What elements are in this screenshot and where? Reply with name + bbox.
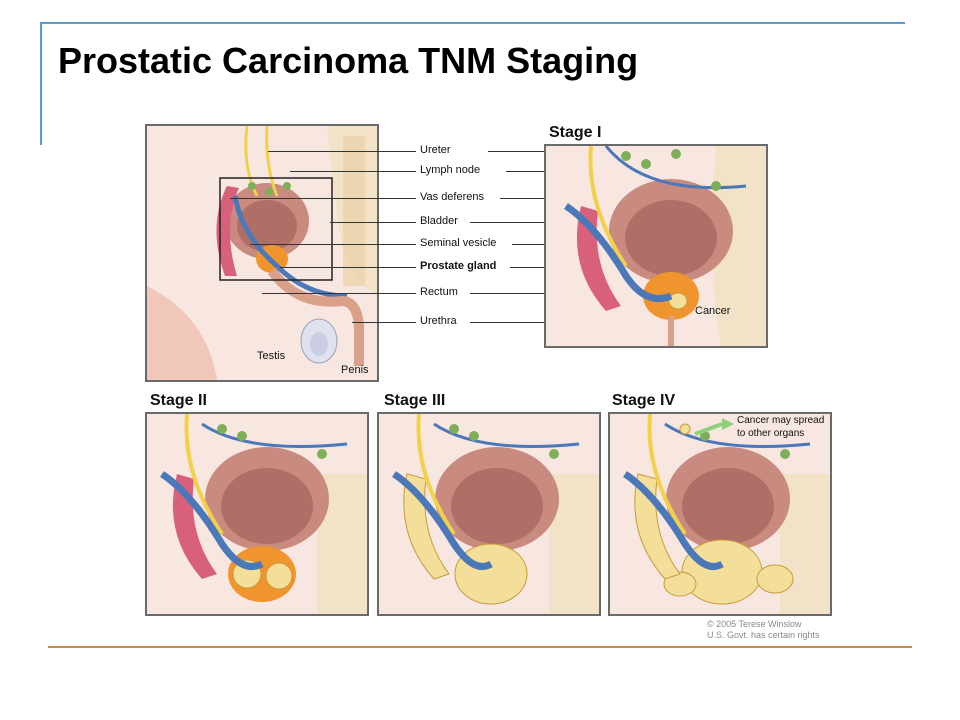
label-testis: Testis bbox=[257, 350, 286, 362]
frame-left-line bbox=[40, 22, 42, 145]
leader-urethra-left bbox=[352, 322, 416, 323]
stage-3-panel bbox=[377, 412, 601, 616]
label-rectum: Rectum bbox=[420, 286, 458, 298]
label-lymph-node: Lymph node bbox=[420, 164, 481, 176]
leader-lymph-left bbox=[290, 171, 416, 172]
leader-ureter-right bbox=[488, 151, 564, 152]
stage-4-spread-label-line-1: Cancer may spread bbox=[737, 415, 825, 426]
label-ureter: Ureter bbox=[420, 144, 451, 156]
leader-vas-left bbox=[230, 198, 416, 199]
bottom-rule bbox=[48, 646, 912, 648]
stage-4-illustration bbox=[610, 414, 830, 614]
label-penis: Penis bbox=[341, 364, 369, 376]
label-prostate-gland: Prostate gland bbox=[420, 260, 497, 272]
label-urethra: Urethra bbox=[420, 315, 457, 327]
leader-bladder-right bbox=[470, 222, 564, 223]
overview-anatomy-panel bbox=[145, 124, 379, 382]
stage-2-illustration bbox=[147, 414, 367, 614]
stage-3-title: Stage III bbox=[384, 392, 446, 409]
stage-1-title: Stage I bbox=[549, 124, 602, 141]
leader-bladder-left bbox=[330, 222, 416, 223]
leader-rectum-right bbox=[470, 293, 564, 294]
leader-ureter-left bbox=[268, 151, 416, 152]
label-seminal-vesicle: Seminal vesicle bbox=[420, 237, 497, 249]
stage-1-illustration bbox=[546, 146, 766, 346]
stage-1-cancer-label: Cancer bbox=[695, 305, 731, 317]
leader-prostate-right bbox=[510, 267, 564, 268]
leader-urethra-right bbox=[470, 322, 564, 323]
leader-lymph-right bbox=[506, 171, 564, 172]
stage-2-title: Stage II bbox=[150, 392, 207, 409]
slide-title: Prostatic Carcinoma TNM Staging bbox=[58, 40, 639, 81]
stage-3-illustration bbox=[379, 414, 599, 614]
stage-4-spread-label-line-2: to other organs bbox=[737, 428, 805, 439]
stage-4-title: Stage IV bbox=[612, 392, 676, 409]
leader-prostate-left bbox=[280, 267, 416, 268]
stage-1-panel bbox=[544, 144, 768, 348]
label-bladder: Bladder bbox=[420, 215, 458, 227]
label-vas-deferens: Vas deferens bbox=[420, 191, 485, 203]
copyright-line-1: © 2005 Terese Winslow bbox=[707, 619, 802, 629]
stage-2-panel bbox=[145, 412, 369, 616]
leader-rectum-left bbox=[262, 293, 416, 294]
leader-vesicle-left bbox=[250, 244, 416, 245]
frame-top-line bbox=[40, 22, 905, 24]
stage-4-panel bbox=[608, 412, 832, 616]
leader-vas-right bbox=[500, 198, 564, 199]
copyright-line-2: U.S. Govt. has certain rights bbox=[707, 630, 820, 640]
leader-vesicle-right bbox=[512, 244, 564, 245]
overview-anatomy-illustration bbox=[147, 126, 377, 380]
